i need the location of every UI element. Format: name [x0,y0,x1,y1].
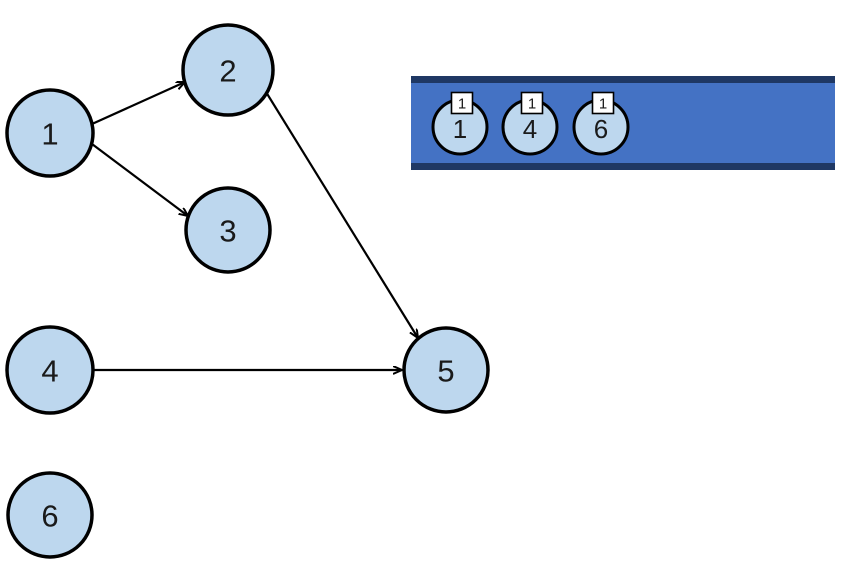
queue-node-label: 1 [453,114,467,144]
queue-item-1[interactable]: 11 [431,91,489,156]
queue-item-6[interactable]: 61 [572,91,630,156]
graph-edge-1-to-3 [91,143,188,216]
node-circle[interactable] [402,326,490,414]
queue-item-badge-label: 1 [599,96,607,113]
node-circle[interactable] [181,23,275,117]
graph-node-2[interactable]: 2 [181,23,275,117]
queue-item-badge [520,91,544,115]
graph-edge-1-to-2 [91,82,185,126]
edges-layer [91,82,418,370]
graph-node-1[interactable]: 1 [5,88,95,178]
node-label: 5 [437,354,454,389]
graph-edge-2-to-5 [265,91,418,338]
graph-node-5[interactable]: 5 [402,326,490,414]
queue-item-badge [591,91,615,115]
node-label: 6 [41,499,58,534]
queue-item-4[interactable]: 41 [501,91,559,156]
node-circle[interactable] [184,186,272,274]
nodes-layer: 1 2 3 4 5 6 [5,23,490,559]
queue-item-badge-label: 1 [528,96,536,113]
queue-item-badge-label: 1 [458,96,466,113]
node-circle[interactable] [5,88,95,178]
edge-line [91,82,185,126]
node-label: 2 [219,54,236,89]
queue-panel-top-stripe [411,76,835,83]
node-label: 3 [219,214,236,249]
node-circle[interactable] [5,325,95,415]
queue-panel-bottom-stripe [411,163,835,170]
node-label: 1 [41,117,58,152]
edge-line [265,91,418,338]
graph-node-6[interactable]: 6 [6,471,94,559]
queue-item-badge [450,91,474,115]
queue-node-label: 6 [594,114,608,144]
graph-node-3[interactable]: 3 [184,186,272,274]
node-circle[interactable] [6,471,94,559]
node-label: 4 [41,354,58,389]
graph-node-4[interactable]: 4 [5,325,95,415]
queue-node-label: 4 [523,114,537,144]
edge-line [91,143,188,216]
